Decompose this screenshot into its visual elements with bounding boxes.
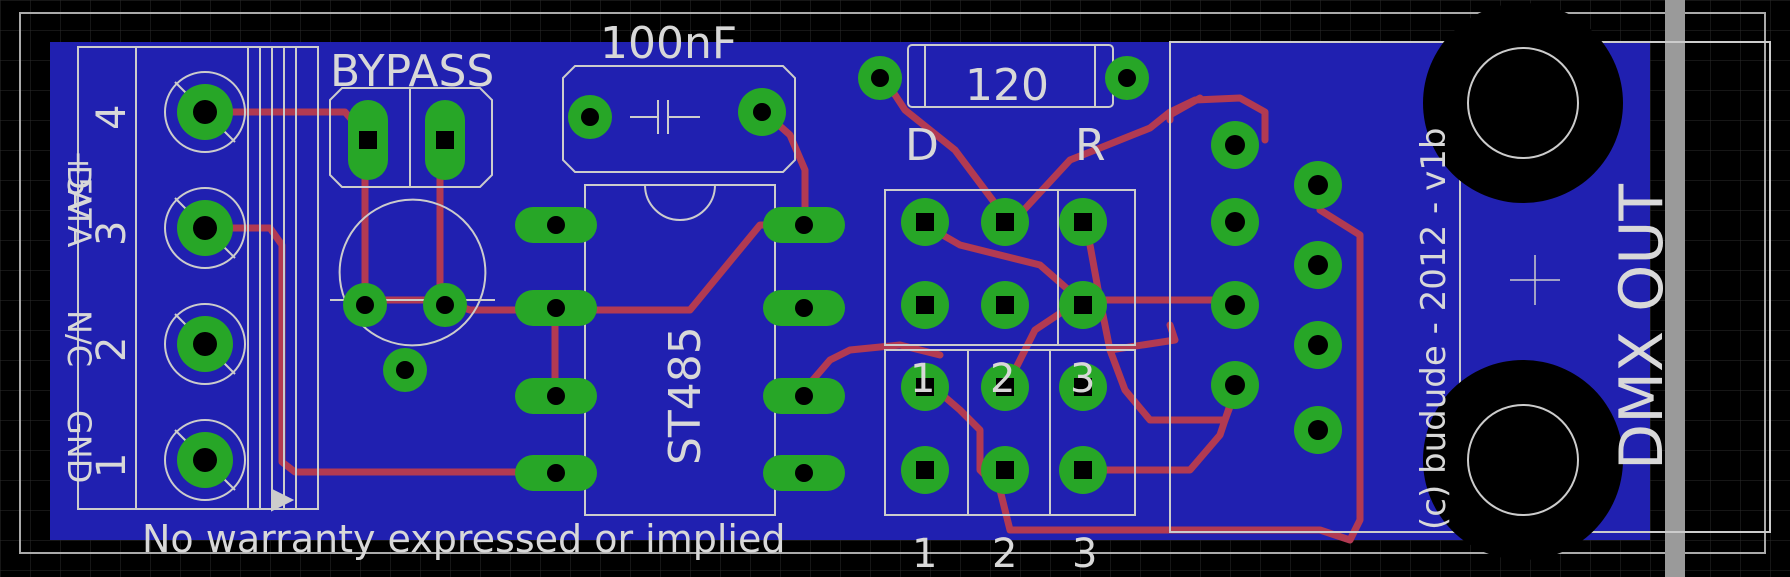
drill-holes	[193, 69, 1328, 482]
bottom-number-1: 1	[912, 531, 937, 577]
board-edge-strip	[1665, 0, 1685, 577]
ic-label: ST485	[660, 326, 711, 465]
capacitor-label: 100nF	[600, 18, 737, 69]
terminal-number-4: 4	[89, 105, 135, 130]
jumper-number-1: 1	[910, 356, 935, 402]
jumper-number-3: 3	[1070, 356, 1095, 402]
warranty-text: No warranty expressed or implied	[142, 517, 785, 561]
terminal-signal-5v: +5V	[60, 150, 98, 219]
xlr-mount-holes	[1423, 3, 1623, 560]
bypass-label: BYPASS	[330, 46, 494, 97]
terminal-signal-gnd: GND	[60, 410, 98, 483]
credit-text: (c) budude - 2012 - v1b	[1414, 128, 1454, 530]
bottom-number-2: 2	[992, 531, 1017, 577]
resistor-label: 120	[965, 60, 1049, 111]
dmx-out-label: DMX OUT	[1607, 184, 1677, 470]
terminal-number-2: 2	[89, 337, 135, 362]
jumper-number-2: 2	[990, 356, 1015, 402]
terminal-signal-nc: N/C	[60, 310, 98, 367]
terminal-signal-data: DATA	[60, 165, 98, 248]
board-outline	[19, 12, 1766, 554]
receiver-label: R	[1075, 120, 1106, 171]
driver-label: D	[905, 120, 939, 171]
terminal-number-3: 3	[89, 221, 135, 246]
terminal-number-1: 1	[89, 453, 135, 478]
bottom-number-3: 3	[1072, 531, 1097, 577]
